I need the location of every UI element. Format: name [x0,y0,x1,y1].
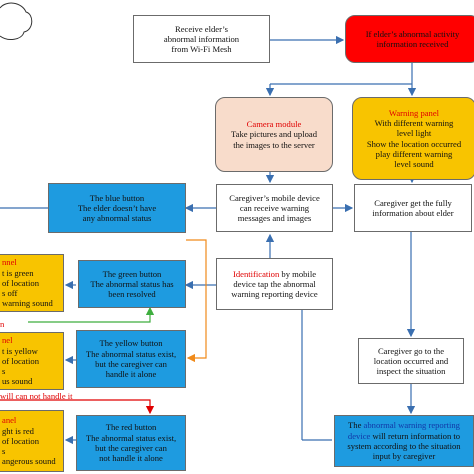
arrow-red-to-redbtn [0,399,155,415]
receive-line-2: abnormal information [163,33,240,44]
camera-line-1: Take pictures and upload [230,129,318,140]
arrow-green-to-greenbtn [28,306,155,323]
report-device-word: device [347,430,371,441]
ident-line-1: Identification by mobile [233,269,316,279]
warning-line-2: level light [396,128,432,139]
green-panel-line-4: s off [2,288,18,299]
blue-button-box: The blue button The elder doesn’t have a… [48,183,186,233]
go-line-3: inspect the situation [376,366,446,377]
report-line2-rest: will return information to [370,430,461,441]
yellow-line-1: The yellow button [99,338,163,349]
arrow-orange-ident-to-yellow [186,239,207,363]
yellow-panel-line-4: s [2,366,6,377]
camera-line-2: the images to the server [233,139,315,150]
blue-line-2: The elder doesn’t have [77,202,157,213]
green-line-2: The abnormal status has [90,278,174,289]
reporting-device-box: The abnormal warning reporting device wi… [334,415,474,467]
green-panel-box: nnel t is green of location s off warnin… [0,254,64,312]
green-line-3: been resolved [108,289,156,300]
blue-line-1: The blue button [89,192,145,203]
go-line-2: location occurred and [373,355,449,366]
yellow-line-2: The abnormal status exist, [85,348,177,359]
go-line-1: Caregiver go to the [377,345,445,356]
ident-line-3: warning reporting device [231,289,318,300]
caregiver-go-box: Caregiver go to the location occurred an… [358,338,464,384]
ident-title-rest: by mobile [279,268,317,279]
mobile-line-1: Caregiver’s mobile device [229,192,320,203]
warning-line-5: level sound [394,159,434,170]
yellow-panel-line-3: of location [2,355,39,366]
red-button-box: The red button The abnormal status exist… [76,415,186,471]
camera-title: Camera module [246,119,302,130]
green-panel-title: nnel [2,257,17,268]
yellow-panel-title: nel [2,335,13,346]
red-panel-line-3: of location [2,435,39,446]
report-line-1: The abnormal warning reporting [348,420,460,430]
mobile-device-box: Caregiver’s mobile device can receive wa… [216,184,333,232]
warning-panel-box: Warning panel With different warning lev… [352,97,474,180]
warning-line-3: Show the location occurred [366,138,462,149]
camera-module-box: Camera module Take pictures and upload t… [215,97,333,172]
warning-line-4: play different warning [375,148,453,159]
fully-line-2: information about elder [372,208,454,218]
report-line-2: device will return information to [348,431,460,441]
cannot-handle-label: will can not handle it [0,391,73,401]
receive-line-1: Receive elder’s [174,23,229,34]
green-panel-line-5: warning sound [2,298,53,309]
ident-title: Identification [232,268,280,279]
report-prefix: The [348,420,364,431]
red-panel-box: anel ght is red of location s angerous s… [0,410,64,472]
report-line-3: system according to the situation [347,441,461,451]
report-line-4: input by caregiver [372,451,436,462]
red-panel-line-2: ght is red [2,425,34,436]
yellow-panel-line-2: t is yellow [2,345,38,356]
warning-line-1: With different warning [374,117,454,128]
green-panel-line-2: t is green [2,267,34,278]
red-line-4: not handle it alone [99,453,163,464]
fully-line-1: Caregiver get the fully [374,197,452,208]
ident-line-2: device tap the abnormal [233,278,316,289]
receive-line-3: from Wi-Fi Mesh [171,44,232,55]
identification-box: Identification by mobile device tap the … [216,258,333,310]
mobile-line-2: can receive warning [239,202,310,213]
mobile-line-3: messages and images [237,213,312,224]
yellow-panel-box: nel t is yellow of location s us sound [0,332,64,390]
cloud-shape [0,2,33,40]
if-line-1: If elder’s abnormal activity [365,28,460,39]
receive-info-box: Receive elder’s abnormal information fro… [133,15,270,63]
blue-line-3: any abnormal status [82,213,152,224]
yellow-line-3: but the caregiver can [95,359,167,369]
report-title: abnormal warning reporting [363,420,460,431]
yellow-panel-line-5: us sound [2,376,33,387]
yellow-line-4: handle it alone [105,369,157,380]
can-handle-label: n [0,319,5,329]
warning-panel-title: Warning panel [388,107,440,118]
green-panel-line-3: of location [2,277,39,288]
green-line-1: The green button [102,268,162,279]
red-line-3: but the caregiver can [95,443,167,453]
if-line-2: information received [376,39,449,49]
if-abnormal-box: If elder’s abnormal activity information… [345,15,474,63]
fully-info-box: Caregiver get the fully information abou… [354,184,472,232]
red-line-1: The red button [105,422,157,433]
yellow-button-box: The yellow button The abnormal status ex… [76,330,186,388]
red-panel-title: anel [2,415,17,426]
green-button-box: The green button The abnormal status has… [78,260,186,308]
red-panel-line-5: angerous sound [2,456,56,467]
red-panel-line-4: s [2,446,6,457]
red-line-2: The abnormal status exist, [85,432,177,443]
